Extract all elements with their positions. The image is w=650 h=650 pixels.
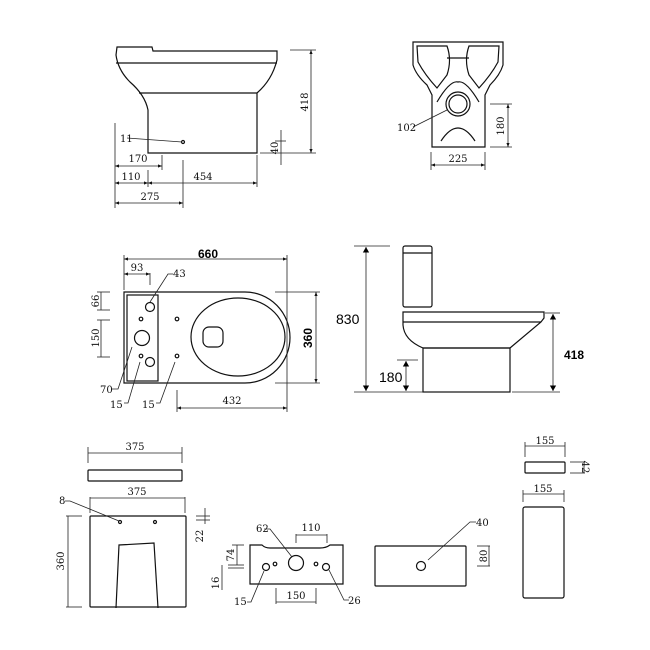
dim-360: 360 xyxy=(301,328,315,348)
outlet-height-label: 40 xyxy=(270,142,281,155)
dim-110-base: 110 xyxy=(301,523,320,534)
dim-155-lid: 155 xyxy=(535,436,554,447)
dim-26: 26 xyxy=(348,596,361,607)
dim-70: 70 xyxy=(100,385,113,396)
side-view: 11 418 40 170 110 454 275 xyxy=(114,46,316,208)
outlet-label: 102 xyxy=(397,123,416,134)
plan-view: 660 93 43 66 150 360 432 70 15 15 xyxy=(91,247,320,412)
dim-15-base: 15 xyxy=(234,597,247,608)
dim-74: 74 xyxy=(226,549,237,562)
dim-170: 170 xyxy=(128,154,147,165)
dim-15a: 15 xyxy=(110,400,123,411)
dim-43: 43 xyxy=(173,269,186,280)
dim-275: 275 xyxy=(140,192,159,203)
dim-15b: 15 xyxy=(142,400,155,411)
dim-66: 66 xyxy=(91,295,102,308)
dim-150-base: 150 xyxy=(286,591,305,602)
cistern-back: 375 8 360 22 xyxy=(56,487,210,609)
dim-180: 180 xyxy=(379,369,403,385)
dim-360-back: 360 xyxy=(56,551,67,570)
dim-180: 180 xyxy=(496,116,507,135)
rear-view: 102 180 225 xyxy=(397,41,512,170)
cistern-base: 62 110 74 16 15 150 26 xyxy=(211,523,361,608)
dim-454: 454 xyxy=(193,172,212,183)
dim-225: 225 xyxy=(448,154,467,165)
elevation-view: 830 180 418 xyxy=(336,245,584,393)
hole-40-label: 40 xyxy=(476,518,489,529)
dim-375-back: 375 xyxy=(127,487,146,498)
dim-62: 62 xyxy=(256,524,269,535)
cistern-lid: 375 xyxy=(87,442,183,482)
height-label: 418 xyxy=(300,92,311,111)
cistern-front: 40 80 xyxy=(374,518,490,587)
dim-16: 16 xyxy=(211,577,222,590)
hole-8-label: 8 xyxy=(59,496,65,507)
dim-42: 42 xyxy=(579,461,590,474)
dim-110: 110 xyxy=(121,172,140,183)
outlet-dia-label: 11 xyxy=(120,134,133,145)
dim-660: 660 xyxy=(198,247,218,261)
dim-80: 80 xyxy=(479,550,490,563)
dim-93: 93 xyxy=(131,263,144,274)
dim-432: 432 xyxy=(222,396,241,407)
dim-150: 150 xyxy=(91,328,102,347)
dim-155: 155 xyxy=(533,484,552,495)
dim-22: 22 xyxy=(195,530,206,543)
dim-375-lid: 375 xyxy=(125,442,144,453)
dim-830: 830 xyxy=(336,311,360,327)
dim-418: 418 xyxy=(564,348,584,362)
cistern-side: 155 42 155 xyxy=(522,436,590,599)
